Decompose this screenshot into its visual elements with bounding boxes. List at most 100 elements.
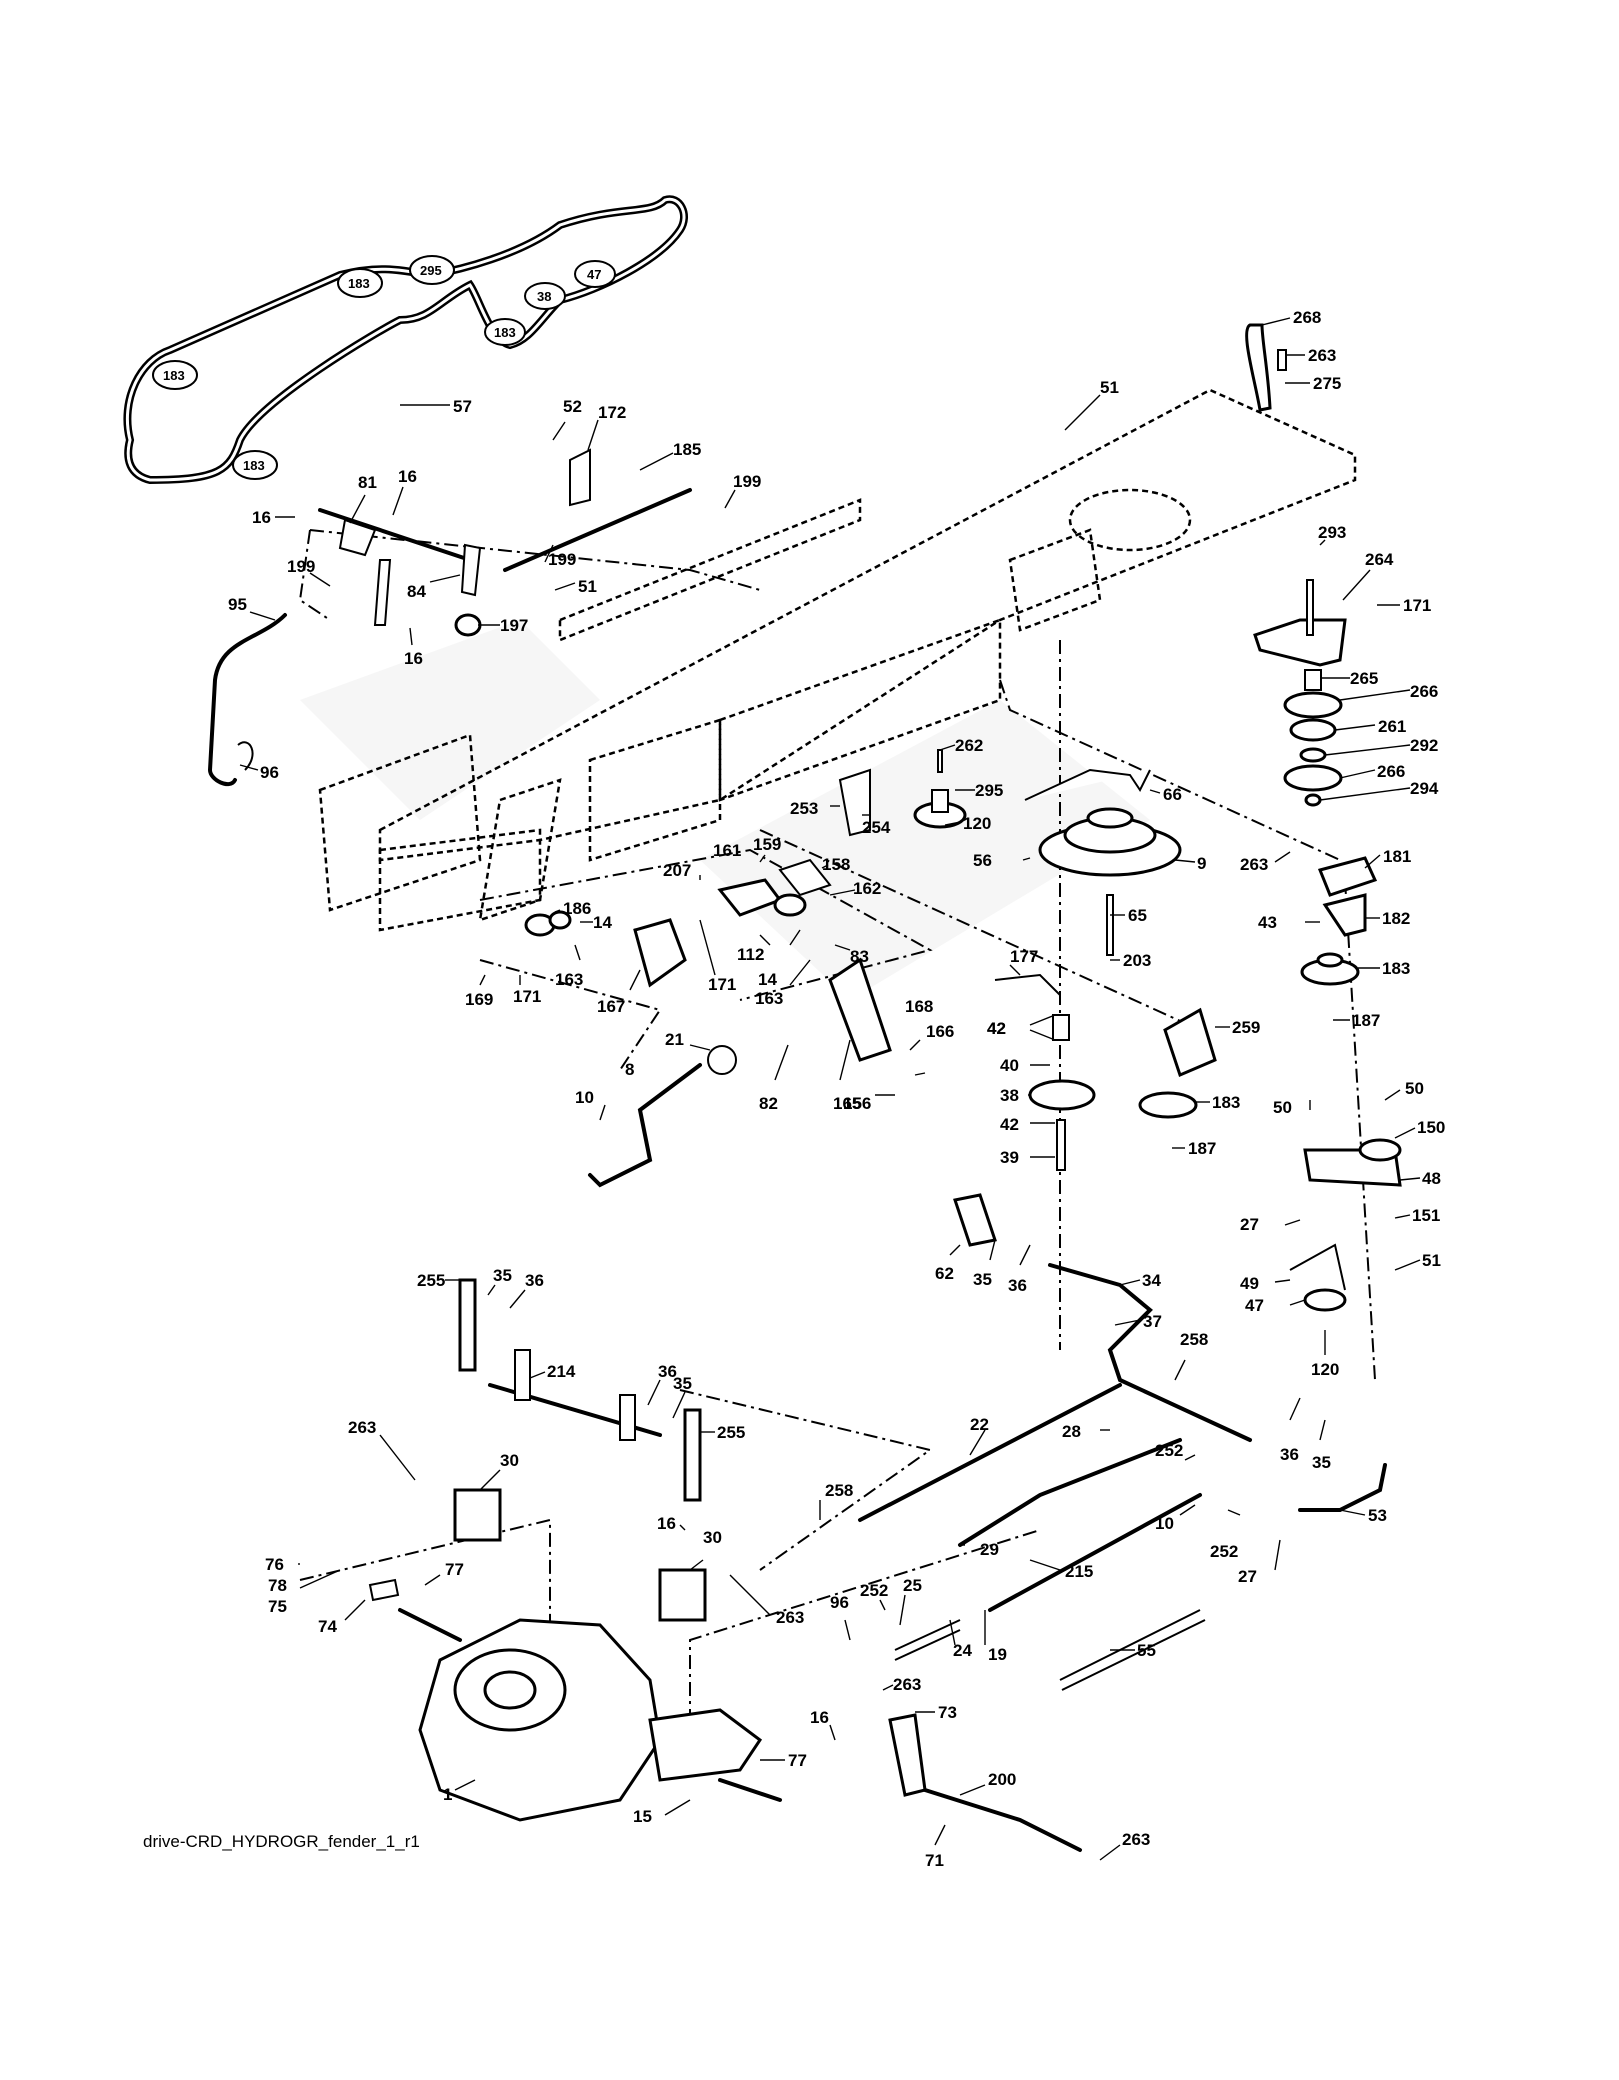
callout: 183 bbox=[1195, 1093, 1240, 1112]
svg-text:120: 120 bbox=[1311, 1360, 1339, 1379]
diagram-filename: drive-CRD_HYDROGR_fender_1_r1 bbox=[143, 1832, 420, 1851]
callout: 35 bbox=[1312, 1419, 1331, 1472]
pulley-183 bbox=[1300, 952, 1360, 986]
bracket-167 bbox=[633, 918, 687, 988]
callout: 49 bbox=[1240, 1274, 1291, 1293]
axle-74 bbox=[368, 1578, 400, 1602]
svg-text:47: 47 bbox=[1245, 1296, 1264, 1315]
callout: 171 bbox=[699, 919, 736, 994]
svg-text:47: 47 bbox=[587, 267, 601, 282]
callout: 37 bbox=[1114, 1312, 1162, 1331]
svg-text:162: 162 bbox=[853, 879, 881, 898]
callout: 56 bbox=[973, 851, 1031, 870]
callout: 293 bbox=[1318, 523, 1346, 546]
svg-text:156: 156 bbox=[843, 1094, 871, 1113]
callout: 16 bbox=[252, 508, 295, 527]
callout: 185 bbox=[639, 440, 701, 471]
svg-text:77: 77 bbox=[788, 1751, 807, 1770]
callout: 42 bbox=[987, 1019, 1056, 1041]
svg-text:62: 62 bbox=[935, 1264, 954, 1283]
belt-pulley-tag: 295 bbox=[409, 255, 455, 285]
svg-text:177: 177 bbox=[1010, 947, 1038, 966]
svg-text:24: 24 bbox=[953, 1641, 972, 1660]
bolt-203 bbox=[1106, 894, 1114, 956]
svg-text:255: 255 bbox=[717, 1423, 745, 1442]
callout: 16 bbox=[810, 1708, 836, 1741]
svg-text:263: 263 bbox=[776, 1608, 804, 1627]
circle-21 bbox=[707, 1045, 737, 1075]
callout: 254 bbox=[862, 814, 891, 837]
callout: 38 bbox=[1000, 1086, 1030, 1105]
callout: 74 bbox=[318, 1599, 366, 1636]
callout: 197 bbox=[478, 616, 528, 635]
callout: 36 bbox=[647, 1362, 677, 1406]
callout: 181 bbox=[1364, 847, 1411, 869]
svg-text:264: 264 bbox=[1365, 550, 1394, 569]
belt-pulley-tag: 38 bbox=[524, 282, 566, 310]
engine-pulley-9 bbox=[1038, 807, 1182, 877]
svg-text:74: 74 bbox=[318, 1617, 337, 1636]
callout: 62 bbox=[935, 1244, 961, 1283]
callout: 47 bbox=[1245, 1296, 1306, 1315]
callout: 34 bbox=[1119, 1271, 1161, 1290]
belt-pulley-tag: 47 bbox=[574, 260, 616, 288]
callout: 51 bbox=[1394, 1251, 1441, 1271]
callout: 258 bbox=[819, 1481, 853, 1520]
svg-text:76: 76 bbox=[265, 1555, 284, 1574]
svg-text:158: 158 bbox=[822, 855, 850, 874]
callout: 252 bbox=[860, 1581, 888, 1611]
svg-text:295: 295 bbox=[420, 263, 442, 278]
callout: 214 bbox=[529, 1362, 576, 1381]
drive-belt: 295 183 38 47 183 183 183 bbox=[123, 195, 688, 485]
bracket-255 bbox=[458, 1278, 702, 1502]
callout: 161 bbox=[713, 841, 741, 860]
svg-text:57: 57 bbox=[453, 397, 472, 416]
svg-text:37: 37 bbox=[1143, 1312, 1162, 1331]
belt-pulley-tag: 183 bbox=[337, 268, 383, 298]
svg-text:183: 183 bbox=[163, 368, 185, 383]
svg-text:15: 15 bbox=[633, 1807, 652, 1826]
spring-25 bbox=[894, 1619, 961, 1661]
callout: 258 bbox=[1174, 1330, 1208, 1381]
callout: 207 bbox=[663, 861, 701, 880]
callout: 263 bbox=[1099, 1830, 1150, 1861]
callout: 183 bbox=[1358, 959, 1410, 978]
callout: 177 bbox=[1009, 947, 1038, 976]
svg-text:200: 200 bbox=[988, 1770, 1016, 1789]
callout: 262 bbox=[939, 736, 983, 755]
callout: 65 bbox=[1110, 906, 1147, 925]
svg-text:53: 53 bbox=[1368, 1506, 1387, 1525]
callout: 120 bbox=[1311, 1330, 1339, 1379]
bracket-181 bbox=[1317, 856, 1378, 897]
spring-55 bbox=[1059, 1609, 1206, 1691]
svg-text:266: 266 bbox=[1377, 762, 1405, 781]
svg-text:215: 215 bbox=[1065, 1562, 1093, 1581]
callout: 82 bbox=[759, 1044, 789, 1113]
callout: 78 bbox=[268, 1576, 287, 1595]
svg-text:266: 266 bbox=[1410, 682, 1438, 701]
callout: 52 bbox=[552, 397, 582, 441]
svg-text:39: 39 bbox=[1000, 1148, 1019, 1167]
rod-185 bbox=[503, 488, 692, 572]
callout: 24 bbox=[949, 1619, 972, 1660]
svg-text:16: 16 bbox=[404, 649, 423, 668]
rod-22 bbox=[858, 1383, 1122, 1522]
svg-text:185: 185 bbox=[673, 440, 701, 459]
callout: 55 bbox=[1110, 1641, 1156, 1660]
callout: 96 bbox=[830, 1593, 851, 1641]
svg-text:35: 35 bbox=[673, 1374, 692, 1393]
svg-text:183: 183 bbox=[494, 325, 516, 340]
callout: 255 bbox=[700, 1423, 745, 1442]
svg-text:51: 51 bbox=[1100, 378, 1119, 397]
svg-text:183: 183 bbox=[1212, 1093, 1240, 1112]
callout: 21 bbox=[665, 1030, 711, 1051]
svg-text:197: 197 bbox=[500, 616, 528, 635]
svg-text:263: 263 bbox=[1308, 346, 1336, 365]
callout: 19 bbox=[984, 1610, 1007, 1664]
callout: 39 bbox=[1000, 1148, 1055, 1167]
callout: 36 bbox=[1280, 1397, 1301, 1464]
svg-text:181: 181 bbox=[1383, 847, 1411, 866]
callout: 15 bbox=[633, 1799, 691, 1826]
belt-pulley-tag: 183 bbox=[484, 318, 526, 346]
callout: 30 bbox=[689, 1528, 722, 1571]
